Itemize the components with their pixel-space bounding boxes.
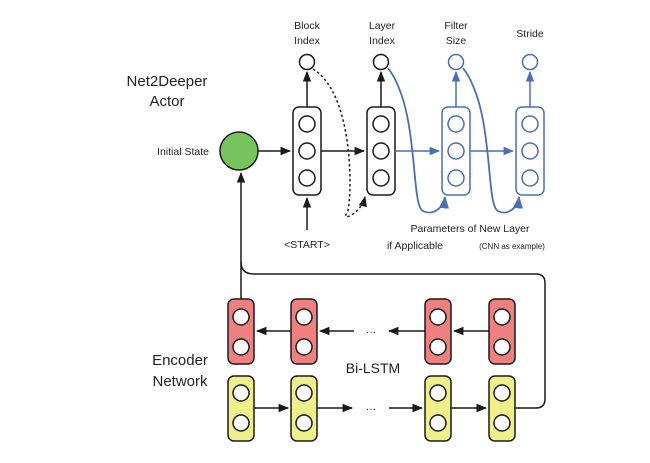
layer-index-label-line1: Layer — [369, 20, 396, 32]
backward-lstm-cell-4 — [488, 298, 516, 365]
backward-ellipsis: ··· — [366, 326, 377, 338]
initial-state-label: Initial State — [157, 146, 209, 158]
forward-lstm-cell-2 — [290, 375, 318, 442]
layer-index-label-line2: Index — [369, 35, 395, 47]
filter-size-label-line2: Size — [446, 35, 467, 47]
forward-ellipsis: ··· — [366, 403, 377, 415]
layer-index-output-node — [372, 53, 390, 71]
initial-state-node — [219, 131, 259, 171]
actor-cell-filter-size — [441, 106, 471, 196]
actor-cell-block — [292, 106, 322, 196]
backward-lstm-cell-3 — [424, 298, 452, 365]
start-token-label: <START> — [284, 239, 330, 251]
arrow-forward-to-initial-state — [240, 261, 546, 409]
encoder-label-line1: Encoder — [152, 352, 208, 369]
block-index-label-line2: Index — [294, 35, 320, 47]
title-line1: Net2Deeper — [127, 73, 208, 90]
block-index-label-line1: Block — [294, 20, 320, 32]
backward-lstm-cell-1 — [227, 298, 255, 365]
params-note-line2: if Applicable — [387, 240, 443, 252]
forward-lstm-cell-4 — [488, 375, 516, 442]
bilstm-label: Bi-LSTM — [346, 360, 400, 376]
stride-label: Stride — [516, 28, 544, 40]
forward-lstm-cell-3 — [424, 375, 452, 442]
encoder-label-line2: Network — [152, 373, 208, 390]
stride-output-node — [521, 53, 539, 71]
actor-cell-layer — [366, 106, 396, 196]
feedback-arrow-layer-to-filter — [387, 67, 449, 214]
backward-lstm-cell-2 — [290, 298, 318, 365]
params-note-suffix: (CNN as example) — [479, 242, 545, 251]
filter-size-output-node — [447, 53, 465, 71]
params-note-line1: Parameters of New Layer — [410, 223, 530, 235]
filter-size-label-line1: Filter — [444, 20, 468, 32]
title-line2: Actor — [149, 93, 184, 110]
forward-lstm-cell-1 — [227, 375, 255, 442]
feedback-arrow-filter-to-stride — [462, 67, 523, 214]
block-index-output-node — [298, 53, 316, 71]
actor-cell-stride — [515, 106, 545, 196]
